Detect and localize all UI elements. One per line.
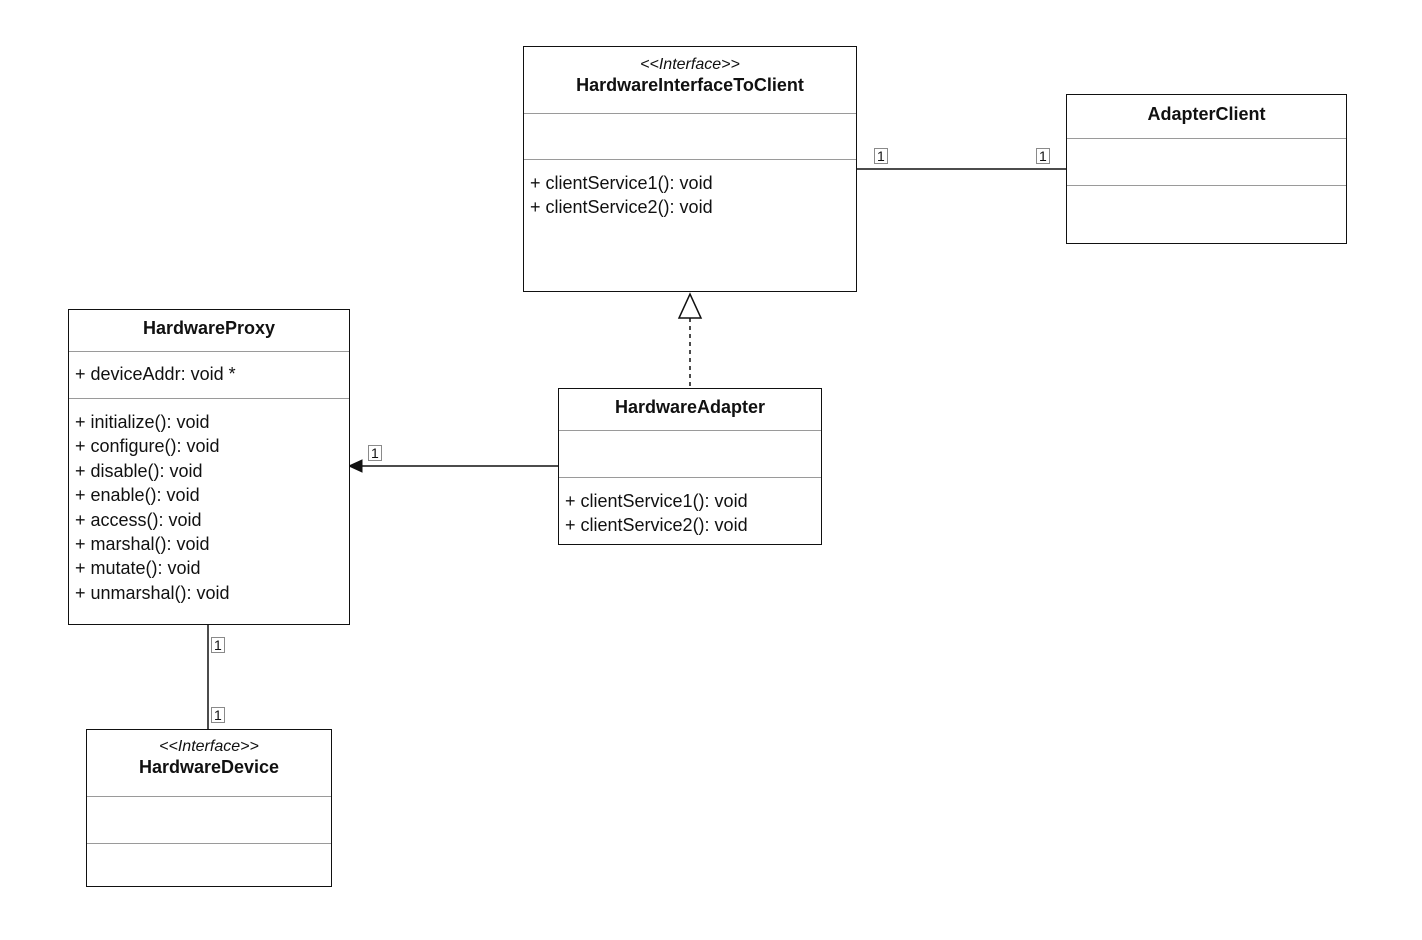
operation-item: + enable(): void <box>75 485 200 506</box>
operation-item: + clientService2(): void <box>565 515 748 536</box>
multiplicity-label: 1 <box>211 707 225 723</box>
operations-compartment: + initialize(): void + configure(): void… <box>69 410 349 605</box>
multiplicity-label: 1 <box>368 445 382 461</box>
attributes-compartment <box>1067 139 1346 186</box>
class-header: HardwareProxy <box>69 310 349 352</box>
operation-item: + clientService1(): void <box>565 491 748 511</box>
class-name: HardwareProxy <box>142 318 276 338</box>
class-header: <<Interface>> HardwareDevice <box>87 730 331 797</box>
attributes-compartment <box>87 797 331 844</box>
operation-item: + clientService2(): void <box>530 197 713 218</box>
attributes-compartment: + deviceAddr: void * <box>69 352 349 399</box>
filled-arrowhead-icon <box>347 459 363 473</box>
operation-item: + disable(): void <box>75 460 203 481</box>
attribute-item: + deviceAddr: void * <box>75 364 236 384</box>
class-hardware-device[interactable]: <<Interface>> HardwareDevice <box>86 729 332 887</box>
operations-compartment: + clientService1(): void + clientService… <box>559 489 821 538</box>
class-hardware-proxy[interactable]: HardwareProxy + deviceAddr: void * + ini… <box>68 309 350 625</box>
multiplicity-label: 1 <box>211 637 225 653</box>
attributes-compartment <box>524 114 856 160</box>
operation-item: + configure(): void <box>75 436 220 457</box>
class-adapter-client[interactable]: AdapterClient <box>1066 94 1347 244</box>
operations-compartment: + clientService1(): void + clientService… <box>524 171 856 220</box>
realization-hollow-triangle-icon <box>677 292 703 319</box>
multiplicity-label: 1 <box>1036 148 1050 164</box>
stereotype-label: <<Interface>> <box>640 56 740 73</box>
operation-item: + clientService1(): void <box>530 173 713 193</box>
multiplicity-label: 1 <box>874 148 888 164</box>
class-name: AdapterClient <box>1147 104 1266 124</box>
class-hardware-interface-to-client[interactable]: <<Interface>> HardwareInterfaceToClient … <box>523 46 857 292</box>
class-header: <<Interface>> HardwareInterfaceToClient <box>524 47 856 114</box>
operation-item: + access(): void <box>75 509 202 530</box>
operation-item: + mutate(): void <box>75 558 201 579</box>
class-header: AdapterClient <box>1067 95 1346 139</box>
operation-item: + marshal(): void <box>75 534 210 555</box>
class-hardware-adapter[interactable]: HardwareAdapter + clientService1(): void… <box>558 388 822 545</box>
class-name: HardwareInterfaceToClient <box>576 75 804 95</box>
attributes-compartment <box>559 431 821 478</box>
class-name: HardwareAdapter <box>614 397 766 417</box>
operation-item: + initialize(): void <box>75 412 210 432</box>
class-name: HardwareDevice <box>138 757 280 777</box>
stereotype-label: <<Interface>> <box>159 738 259 755</box>
class-header: HardwareAdapter <box>559 389 821 431</box>
operation-item: + unmarshal(): void <box>75 582 230 603</box>
